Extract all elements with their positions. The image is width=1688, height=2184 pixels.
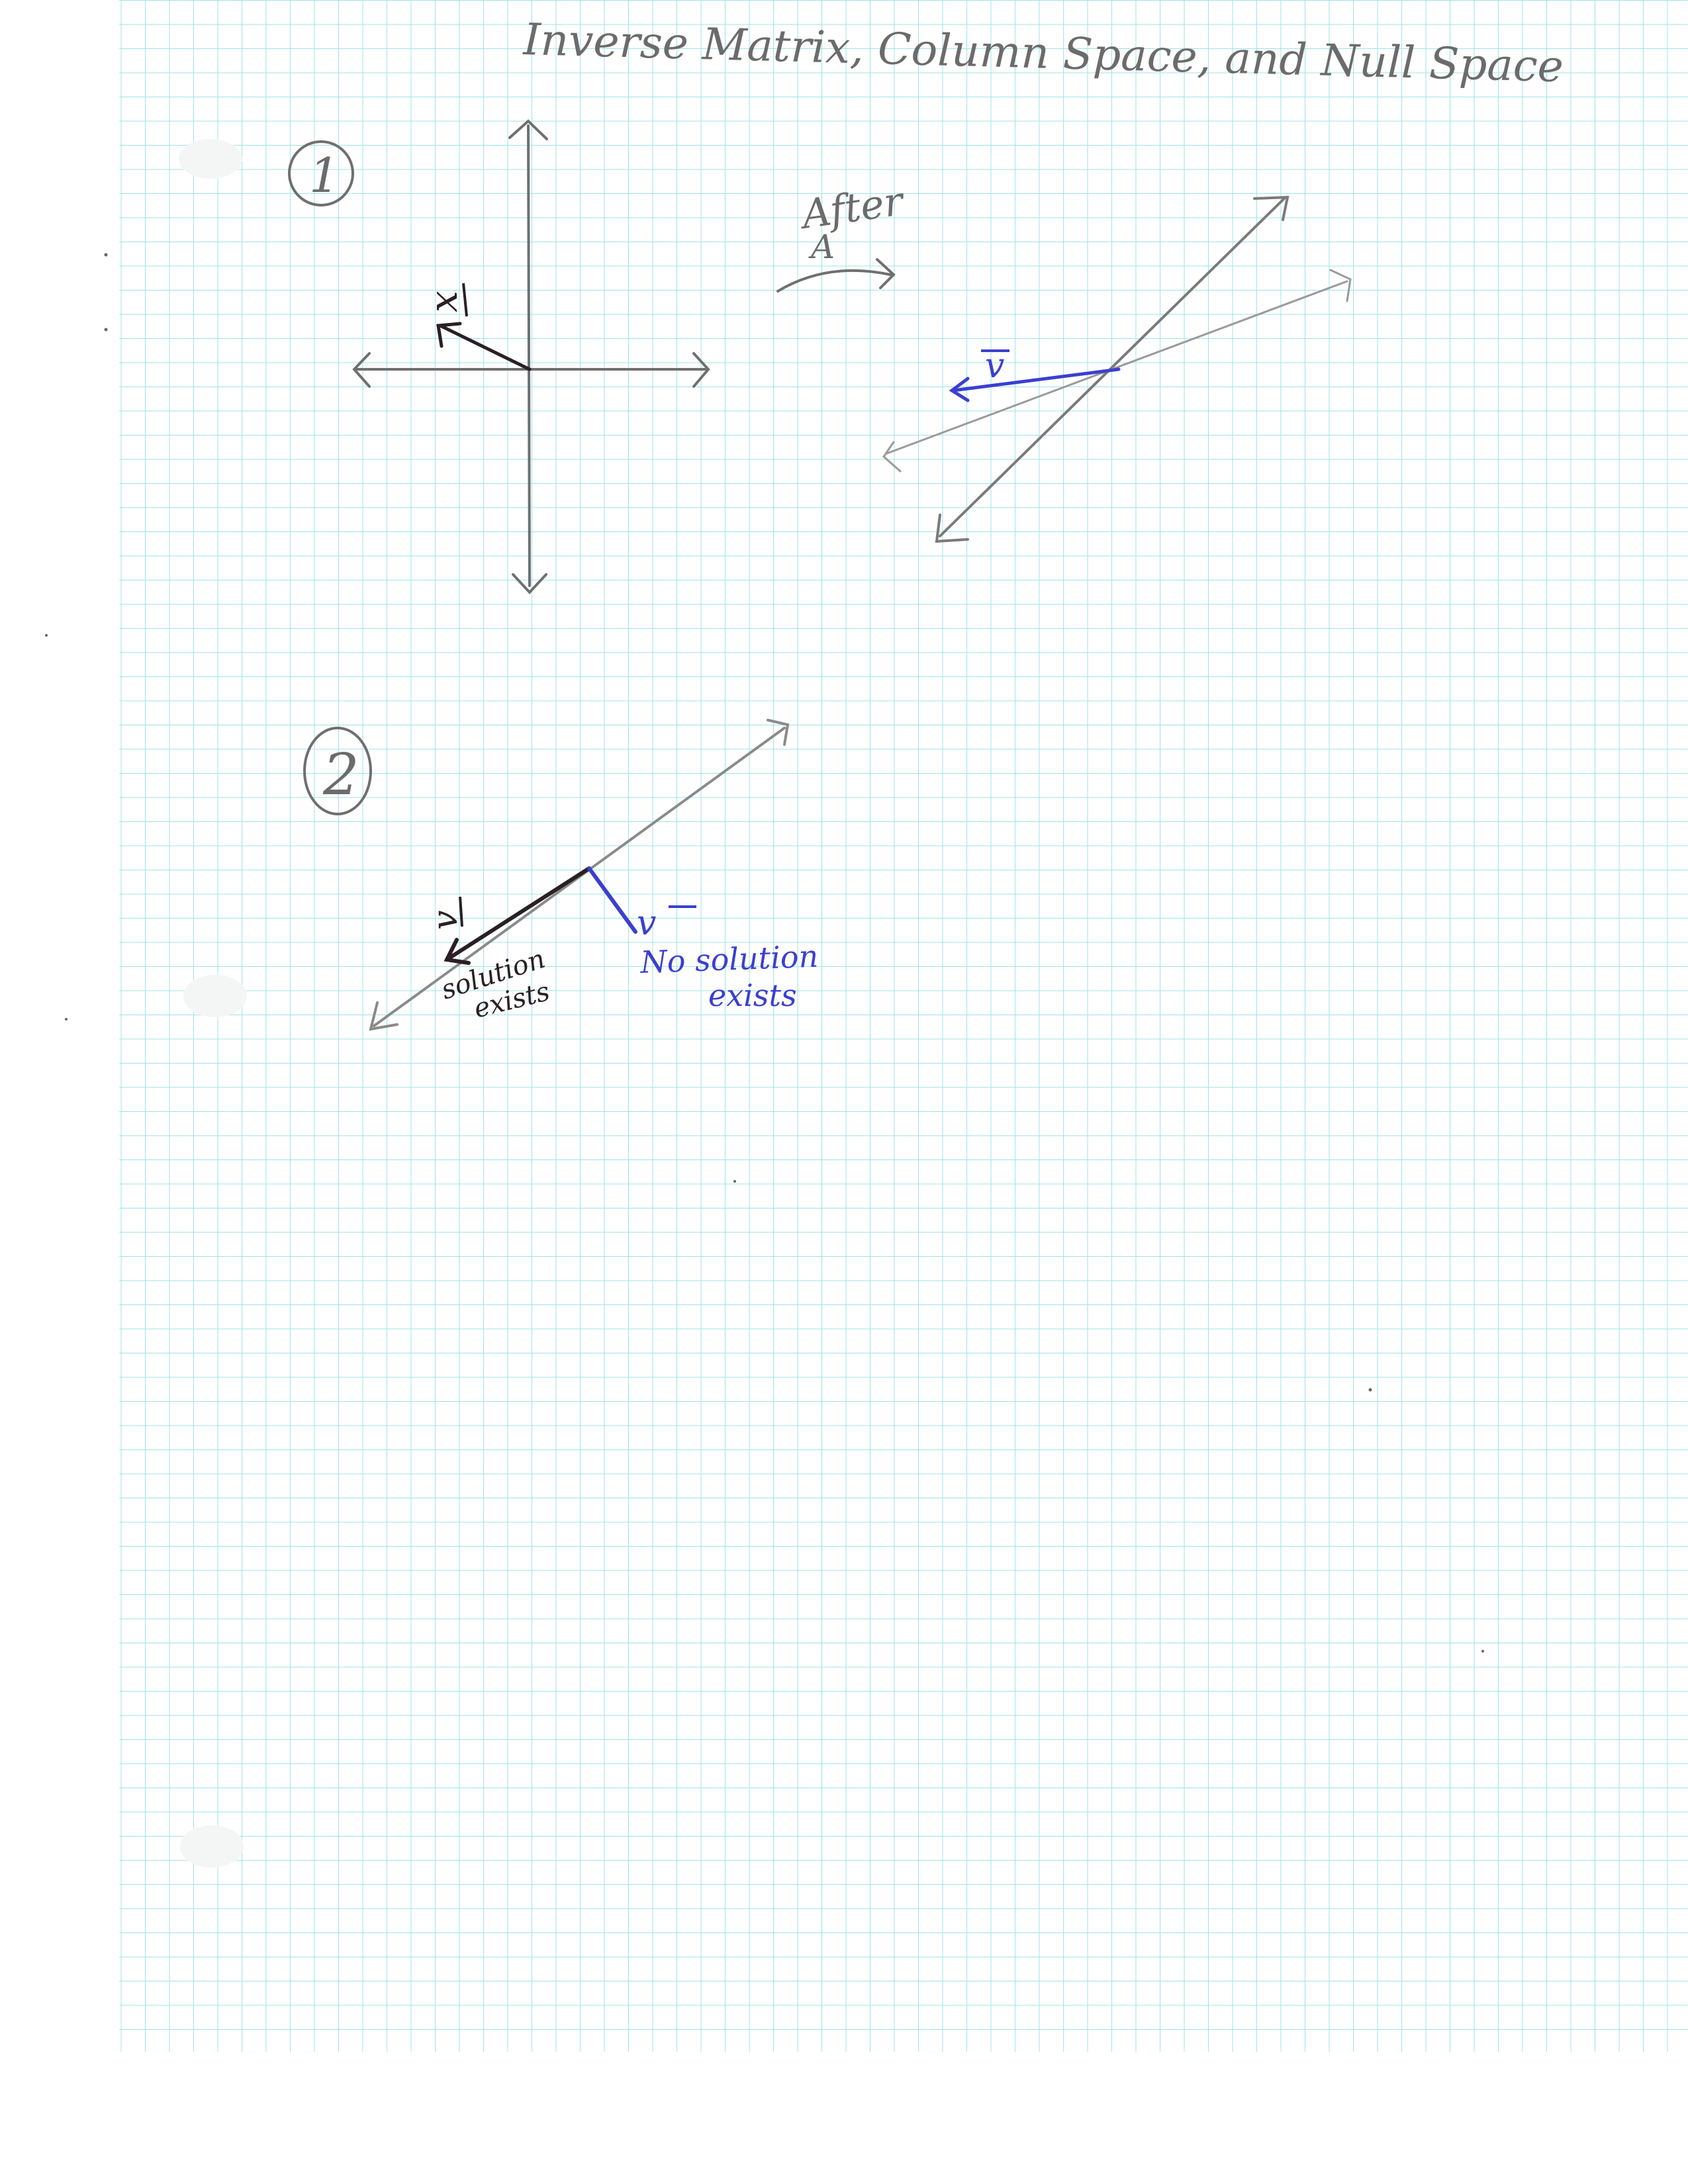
span-line-head-bottom	[369, 1001, 399, 1031]
vector-x-shaft	[438, 324, 532, 371]
speck	[733, 1180, 736, 1183]
transformed-axes	[882, 195, 1352, 543]
transform-arrow	[776, 258, 896, 293]
vector-v-in-span-arrowhead	[444, 938, 471, 965]
transformed-axis-steep-head-bottom	[935, 514, 969, 543]
speck	[104, 253, 108, 257]
binder-hole-bottom	[180, 1825, 244, 1868]
x-axis-arrowhead-left	[352, 352, 371, 388]
graph-paper-grid	[119, 0, 1688, 2052]
speck	[45, 634, 48, 637]
binder-hole-middle	[183, 975, 247, 1017]
page-bottom-margin	[0, 2052, 1688, 2184]
binder-holes	[179, 139, 247, 1868]
section-2: 2 v solution exists v No solution exists	[303, 719, 819, 1031]
transformed-axis-steep-head-top	[1253, 195, 1289, 221]
vector-x-arrowhead	[436, 322, 462, 348]
y-axis	[527, 124, 531, 587]
vector-v-label: v	[985, 346, 1004, 386]
vector-v-in-span	[444, 866, 591, 965]
vector-v-off-span-label: v	[637, 903, 656, 943]
section-1-number-circle	[288, 140, 354, 206]
section-2-number-circle	[303, 727, 372, 815]
binder-hole-top	[179, 139, 242, 179]
vector-v-in-span-shaft	[447, 866, 591, 960]
vector-v-in-span-label-arrow	[459, 896, 463, 927]
vector-x-label-arrow	[462, 283, 468, 317]
speck	[104, 328, 108, 332]
section-1-number: 1	[309, 148, 340, 203]
y-axis-arrowhead-up	[508, 119, 548, 140]
vector-v-in-span-label: v	[426, 911, 465, 930]
vector-v-off-span-shaft	[587, 866, 637, 934]
vector-v-off-span	[587, 866, 637, 934]
y-axis-arrowhead-down	[512, 573, 547, 594]
vector-x	[436, 322, 532, 371]
speck	[1481, 1650, 1484, 1653]
transformed-axis-shallow	[886, 280, 1348, 455]
transform-arrow-head	[876, 258, 896, 289]
speck	[1368, 1388, 1372, 1392]
transformed-axis-shallow-head-left	[882, 441, 902, 473]
speck	[65, 1018, 68, 1021]
paper-specks	[45, 253, 1484, 1653]
no-solution-exists-line2: exists	[708, 978, 797, 1013]
vector-v-transformed	[949, 367, 1121, 402]
no-solution-exists-line1: No solution	[639, 938, 818, 980]
vector-x-label: x	[421, 291, 466, 312]
transformed-axis-shallow-head-right	[1329, 269, 1352, 302]
x-axis-arrowhead-right	[692, 352, 710, 388]
transform-label-a: A	[808, 228, 835, 266]
transform-arrow-curve	[776, 269, 892, 293]
span-line-head-top	[767, 719, 790, 746]
transformed-axis-steep	[939, 197, 1286, 537]
vector-v-shaft	[951, 367, 1121, 392]
section-2-number: 2	[322, 742, 359, 808]
vector-v-arrowhead	[949, 377, 970, 402]
